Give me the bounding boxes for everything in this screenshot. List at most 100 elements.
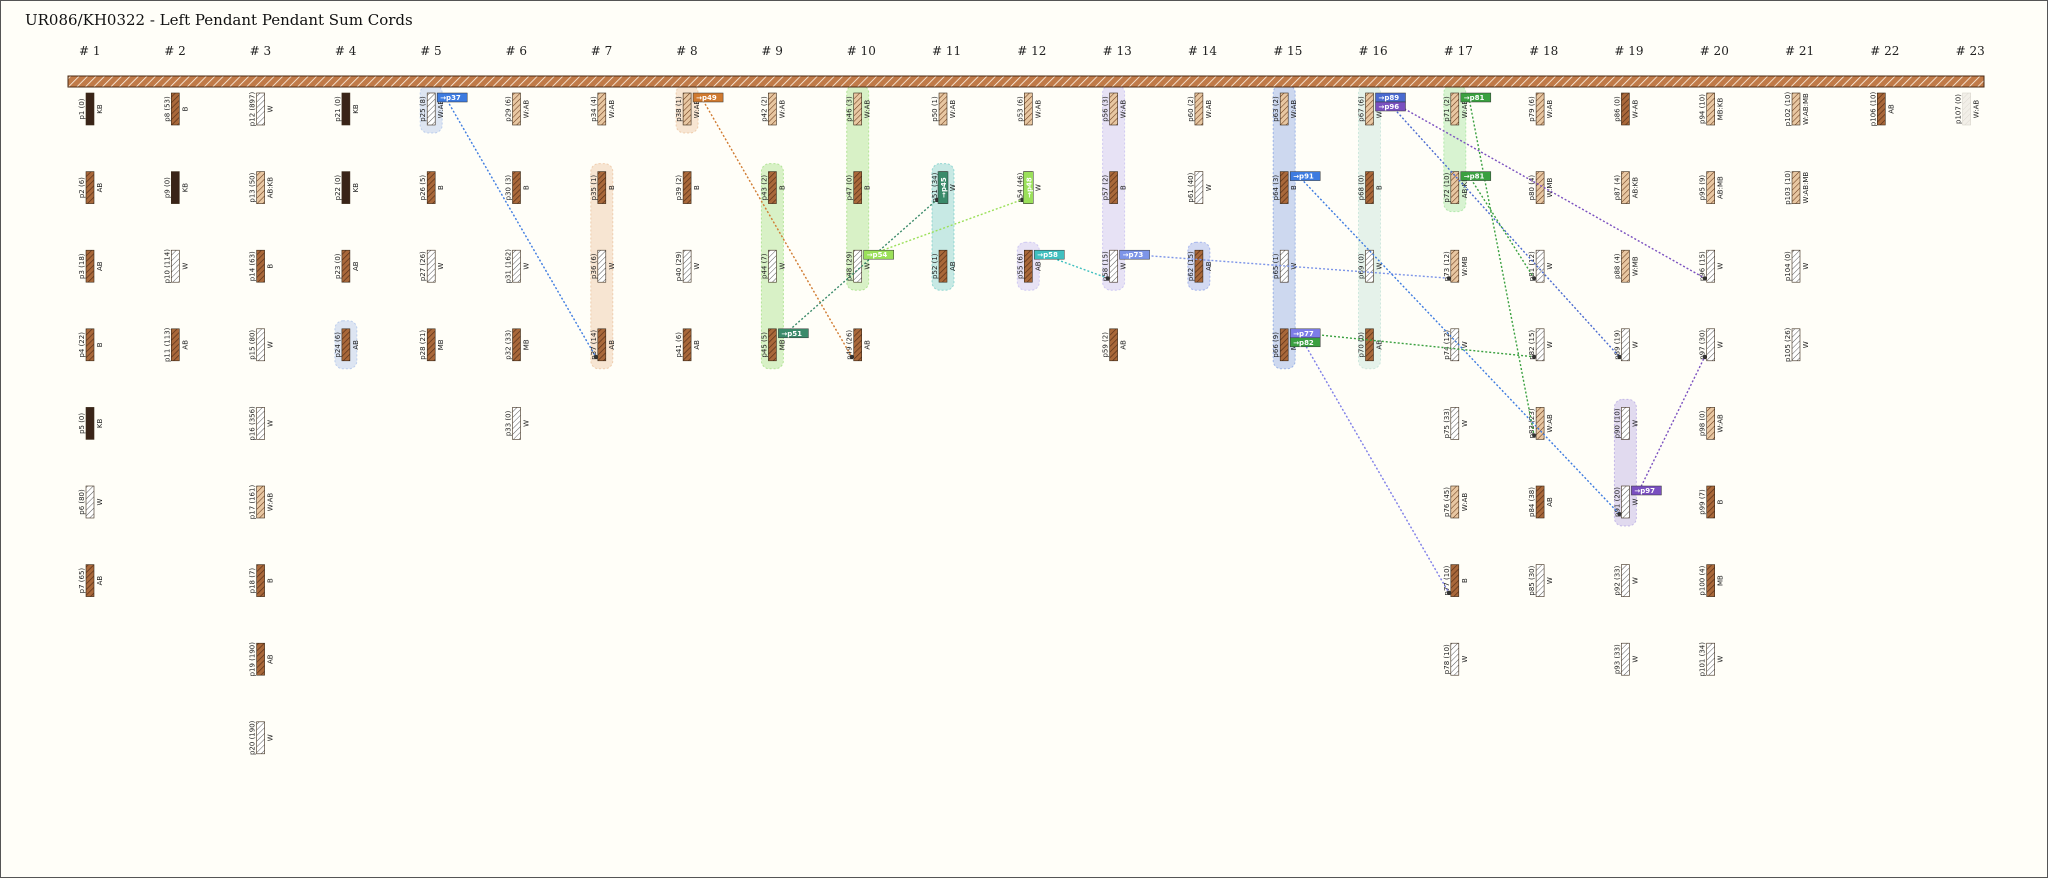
cord-color-label: W bbox=[267, 341, 275, 348]
cord-color-label: B bbox=[1376, 185, 1384, 190]
cord-label: p47 (0) bbox=[846, 175, 854, 201]
group-header: # 13 bbox=[1103, 44, 1132, 58]
cord-label: p14 (63) bbox=[249, 251, 257, 281]
sum-tag-label: →p51 bbox=[781, 330, 802, 338]
sum-tag-label: →p91 bbox=[1293, 173, 1314, 181]
cord-label: p63 (2) bbox=[1272, 96, 1280, 122]
cord-color-label: W:AB bbox=[864, 100, 872, 119]
pendant-cord-p69 bbox=[1365, 249, 1374, 283]
cord-color-label: W:MB bbox=[1461, 256, 1469, 276]
pendant-cord-p66 bbox=[1279, 328, 1289, 362]
pendant-cord-p89 bbox=[1621, 328, 1630, 362]
cord-label: p1 (0) bbox=[78, 98, 86, 119]
cord-color-label: W:AB bbox=[1546, 100, 1554, 119]
pendant-cord-p102 bbox=[1791, 92, 1801, 126]
pendant-cord-p47 bbox=[853, 171, 863, 204]
cord-color-label: AB bbox=[693, 340, 701, 350]
sum-tag-label: →p97 bbox=[1634, 487, 1655, 495]
cord-label: p62 (15) bbox=[1187, 251, 1195, 281]
cord-color-label: W bbox=[778, 263, 786, 270]
cord-label: p90 (10) bbox=[1613, 408, 1621, 438]
cord-label: p58 (15) bbox=[1102, 251, 1110, 281]
sum-tag bbox=[1023, 171, 1034, 204]
cord-label: p69 (0) bbox=[1358, 253, 1366, 279]
cord-label: p35 (1) bbox=[590, 175, 598, 201]
pendant-cord-p43 bbox=[768, 171, 777, 204]
pendant-cord-p95 bbox=[1706, 171, 1715, 204]
cord-label: p56 (3) bbox=[1102, 96, 1110, 122]
cord-color-label: B bbox=[693, 185, 701, 190]
cord-group-highlight bbox=[1443, 84, 1467, 213]
pendant-cord-p27 bbox=[426, 249, 436, 283]
cord-color-label: W bbox=[1290, 263, 1298, 270]
cord-label: p7 (65) bbox=[78, 568, 86, 594]
pendant-cord-p58 bbox=[1109, 249, 1118, 283]
pendant-cord-p11 bbox=[171, 328, 180, 362]
cord-label: p42 (2) bbox=[760, 96, 768, 122]
pendant-cord-p64 bbox=[1279, 171, 1289, 204]
cord-label: p37 (14) bbox=[590, 330, 598, 360]
pendant-cord-p82 bbox=[1535, 328, 1545, 362]
group-header: # 21 bbox=[1785, 44, 1814, 58]
cord-color-label: MB bbox=[523, 339, 531, 350]
pendant-cord-p29 bbox=[512, 92, 521, 126]
pendant-cord-p45 bbox=[768, 328, 777, 362]
cord-color-label: W:AB:MB bbox=[1802, 172, 1810, 204]
cord-color-label: W:AB bbox=[1973, 100, 1981, 119]
cord-label: p97 (30) bbox=[1699, 330, 1707, 360]
cord-label: p22 (0) bbox=[334, 175, 342, 201]
cord-label: p28 (21) bbox=[419, 330, 427, 360]
cord-color-label: W:AB bbox=[1546, 414, 1554, 433]
group-header: # 8 bbox=[676, 44, 698, 58]
sum-tag bbox=[1375, 101, 1406, 112]
cord-label: p75 (33) bbox=[1443, 408, 1451, 438]
pendant-cord-p75 bbox=[1450, 407, 1460, 440]
pendant-cord-p99 bbox=[1706, 485, 1715, 519]
sum-tag-label: →p96 bbox=[1379, 103, 1400, 111]
cord-label: p86 (0) bbox=[1613, 96, 1621, 122]
sum-tag bbox=[1289, 337, 1321, 348]
group-header: # 6 bbox=[506, 44, 528, 58]
link-end-dot bbox=[1532, 354, 1537, 359]
tag-layer: →p37→p49→p51→p54→p45→p58→p48→p73→p91→p77… bbox=[436, 92, 1662, 496]
sum-tag-label: →p45 bbox=[940, 177, 948, 198]
sum-tag-label: →p77 bbox=[1293, 330, 1314, 338]
cord-label: p50 (1) bbox=[931, 96, 939, 122]
link-end-dot bbox=[1446, 590, 1451, 595]
pendant-cord-p34 bbox=[597, 92, 607, 126]
cord-color-label: W bbox=[864, 263, 872, 270]
cord-label: p11 (113) bbox=[163, 327, 171, 362]
cord-color-label: W bbox=[1461, 420, 1469, 427]
cord-color-label: AB:KB bbox=[1631, 177, 1639, 199]
cord-color-label: MB:KB bbox=[1717, 98, 1725, 121]
link-end-dot bbox=[593, 354, 598, 359]
sum-tag-label: →p82 bbox=[1293, 339, 1314, 347]
sum-tag bbox=[436, 92, 468, 103]
sum-tag-label: →p81 bbox=[1464, 94, 1485, 102]
cord-label: p74 (12) bbox=[1443, 330, 1451, 360]
cord-label: p72 (10) bbox=[1443, 172, 1451, 202]
pendant-cord-p96 bbox=[1706, 249, 1715, 283]
cord-label: p9 (0) bbox=[163, 177, 171, 198]
cord-group-highlight bbox=[1358, 84, 1381, 370]
cord-label: p29 (6) bbox=[505, 96, 513, 122]
cord-label: p85 (30) bbox=[1528, 565, 1536, 595]
link-end-dot bbox=[1532, 433, 1537, 438]
cord-label: p106 (10) bbox=[1869, 92, 1877, 127]
sum-link bbox=[785, 199, 938, 334]
pendant-cord-p19 bbox=[256, 642, 265, 676]
group-header: # 16 bbox=[1359, 44, 1388, 58]
pendant-cord-p70 bbox=[1365, 328, 1374, 362]
cord-color-label: W bbox=[267, 420, 275, 427]
group-header: # 10 bbox=[847, 44, 876, 58]
cord-color-label: W bbox=[1717, 341, 1725, 348]
pendant-cord-p41 bbox=[682, 328, 692, 362]
sum-link bbox=[444, 96, 597, 358]
cord-color-label: W bbox=[1546, 577, 1554, 584]
cord-color-label: W bbox=[1546, 263, 1554, 270]
cord-label: p13 (50) bbox=[249, 172, 257, 202]
cord-color-label: AB bbox=[1120, 340, 1128, 350]
cord-label: p8 (53) bbox=[163, 96, 171, 122]
pendant-cord-p81 bbox=[1535, 249, 1545, 283]
